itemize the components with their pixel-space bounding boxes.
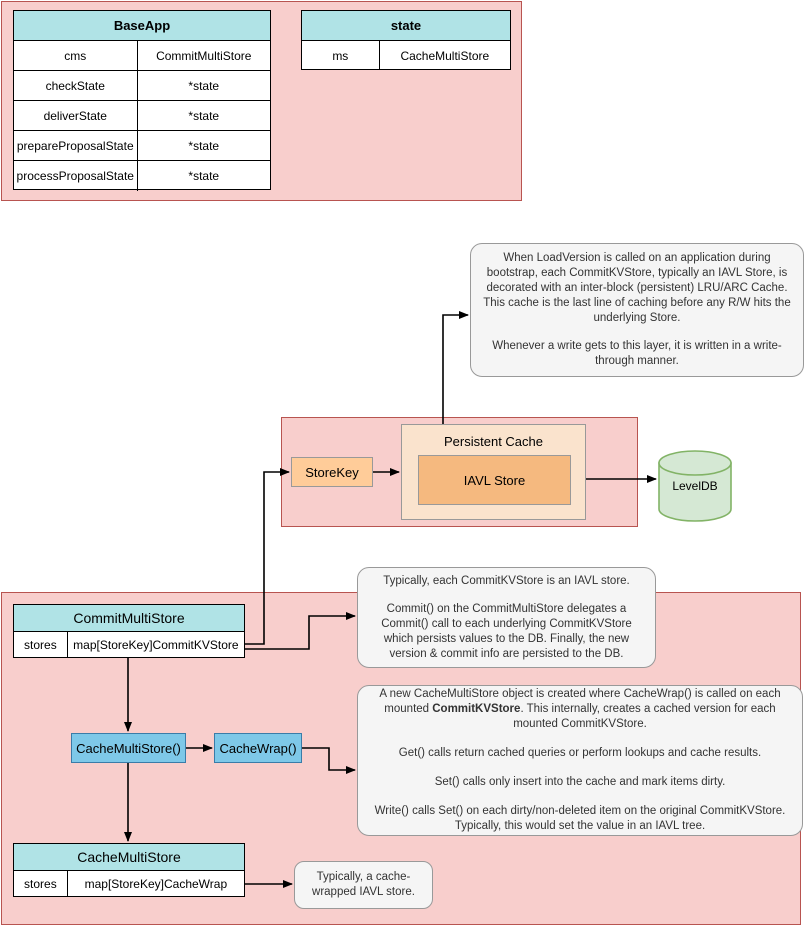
cachewrap-note-emphasis: CommitKVStore xyxy=(432,703,521,715)
iavl-store-box: IAVL Store xyxy=(418,455,571,505)
cachewrap-note: A new CacheMultiStore object is created … xyxy=(357,685,803,836)
leveldb-cylinder: LevelDB xyxy=(658,450,732,522)
cachemultistore-table-title: CacheMultiStore xyxy=(14,844,244,871)
baseapp-table: BaseApp cms CommitMultiStore checkState … xyxy=(13,10,271,191)
baseapp-field-checkstate: checkState xyxy=(14,71,138,100)
persistent-cache-box: Persistent Cache IAVL Store xyxy=(401,424,586,520)
state-type-ms: CacheMultiStore xyxy=(400,48,490,63)
cache-wrapped-store-note: Typically, a cache-wrapped IAVL store. xyxy=(294,861,433,909)
cachewrap-note-text-c: . This internally, creates a cached vers… xyxy=(513,703,776,730)
cachemultistore-field-stores: stores xyxy=(14,871,68,897)
loadversion-note-paragraph-2: Whenever a write gets to this layer, it … xyxy=(492,340,782,367)
cachewrap-note-text-a: A new CacheMultiStore object is created … xyxy=(379,688,781,715)
cachewrap-note-paragraph-3: Set() calls only insert into the cache a… xyxy=(434,776,726,788)
commitmultistore-table-title: CommitMultiStore xyxy=(14,605,244,632)
table-row: processProposalState *state xyxy=(14,161,270,191)
cachemultistore-type-stores: map[StoreKey]CacheWrap xyxy=(84,877,228,891)
leveldb-label: LevelDB xyxy=(672,479,718,493)
cache-wrapped-store-note-paragraph: Typically, a cache-wrapped IAVL store. xyxy=(312,871,415,898)
baseapp-type-prepareproposalstate: *state xyxy=(188,138,220,153)
cachewrap-function-box: CacheWrap() xyxy=(214,733,302,763)
persistent-cache-label: Persistent Cache xyxy=(444,434,543,449)
commitmultistore-table: CommitMultiStore stores map[StoreKey]Com… xyxy=(13,604,245,658)
baseapp-field-cms: cms xyxy=(14,41,138,70)
state-field-ms: ms xyxy=(302,41,380,70)
baseapp-type-deliverstate: *state xyxy=(188,108,220,123)
cachewrap-note-paragraph-4: Write() calls Set() on each dirty/non-de… xyxy=(374,805,786,832)
table-row: ms CacheMultiStore xyxy=(302,41,510,70)
state-table-title: state xyxy=(302,11,510,41)
baseapp-table-title: BaseApp xyxy=(14,11,270,41)
baseapp-type-cms: CommitMultiStore xyxy=(156,48,252,63)
commit-note-paragraph-1: Typically, each CommitKVStore is an IAVL… xyxy=(383,574,630,587)
table-row: deliverState *state xyxy=(14,101,270,131)
baseapp-field-prepareproposalstate: prepareProposalState xyxy=(14,131,138,160)
table-row: stores map[StoreKey]CacheWrap xyxy=(14,871,244,897)
cachewrap-note-paragraph-2: Get() calls return cached queries or per… xyxy=(398,747,762,759)
cachemultistore-table: CacheMultiStore stores map[StoreKey]Cach… xyxy=(13,843,245,897)
baseapp-field-deliverstate: deliverState xyxy=(14,101,138,130)
database-cylinder-icon xyxy=(658,450,732,522)
storekey-box: StoreKey xyxy=(291,457,373,487)
cachewrap-note-paragraph-1: A new CacheMultiStore object is created … xyxy=(370,687,790,732)
commitmultistore-field-stores: stores xyxy=(14,632,68,658)
table-row: cms CommitMultiStore xyxy=(14,41,270,71)
baseapp-field-processproposalstate: processProposalState xyxy=(14,161,138,191)
arrow-persistent-cache-to-loadversion-note xyxy=(442,311,469,424)
table-row: checkState *state xyxy=(14,71,270,101)
loadversion-note-paragraph-1: When LoadVersion is called on an applica… xyxy=(483,252,791,324)
commit-note-paragraph-2: Commit() on the CommitMultiStore delegat… xyxy=(381,602,632,660)
table-row: stores map[StoreKey]CommitKVStore xyxy=(14,632,244,658)
baseapp-type-checkstate: *state xyxy=(188,78,220,93)
state-table: state ms CacheMultiStore xyxy=(301,10,511,70)
table-row: prepareProposalState *state xyxy=(14,131,270,161)
baseapp-type-processproposalstate: *state xyxy=(188,169,220,183)
commit-note: Typically, each CommitKVStore is an IAVL… xyxy=(357,567,656,668)
cachemultistore-function-box: CacheMultiStore() xyxy=(71,733,186,763)
loadversion-note: When LoadVersion is called on an applica… xyxy=(470,243,804,377)
commitmultistore-type-stores: map[StoreKey]CommitKVStore xyxy=(73,638,239,652)
